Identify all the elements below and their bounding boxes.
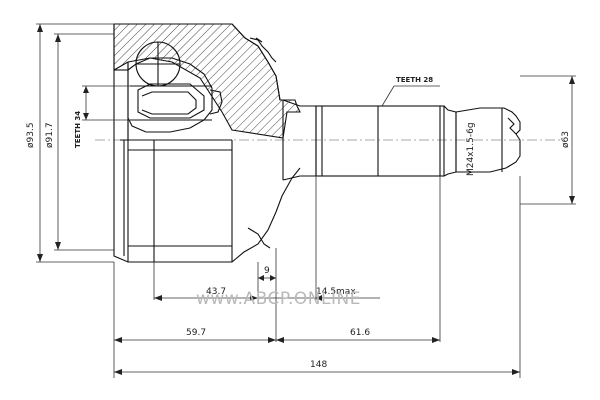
dim-seal-diameter: ø63	[561, 131, 571, 148]
dim-14-5max: 14.5max	[316, 287, 356, 297]
label-teeth-34: TEETH 34	[74, 111, 82, 148]
stub-shaft	[282, 99, 521, 181]
dimensions	[36, 23, 576, 378]
dim-housing-diameter: ø91.7	[45, 122, 55, 148]
label-thread: M24x1.5-6g	[466, 122, 476, 176]
dim-9: 9	[264, 266, 270, 276]
housing-outline	[113, 24, 301, 263]
housing	[113, 23, 301, 263]
dim-outer-diameter: ø93.5	[26, 122, 36, 148]
inner-race	[127, 41, 223, 140]
dim-148: 148	[310, 360, 327, 370]
watermark-text: www.ABCP.ONLINE	[196, 289, 361, 309]
dim-59-7: 59.7	[186, 328, 206, 338]
dim-61-6: 61.6	[350, 328, 370, 338]
housing-section-hatch	[113, 23, 301, 139]
dim-43-7: 43.7	[206, 287, 226, 297]
label-teeth-28: TEETH 28	[396, 76, 433, 84]
